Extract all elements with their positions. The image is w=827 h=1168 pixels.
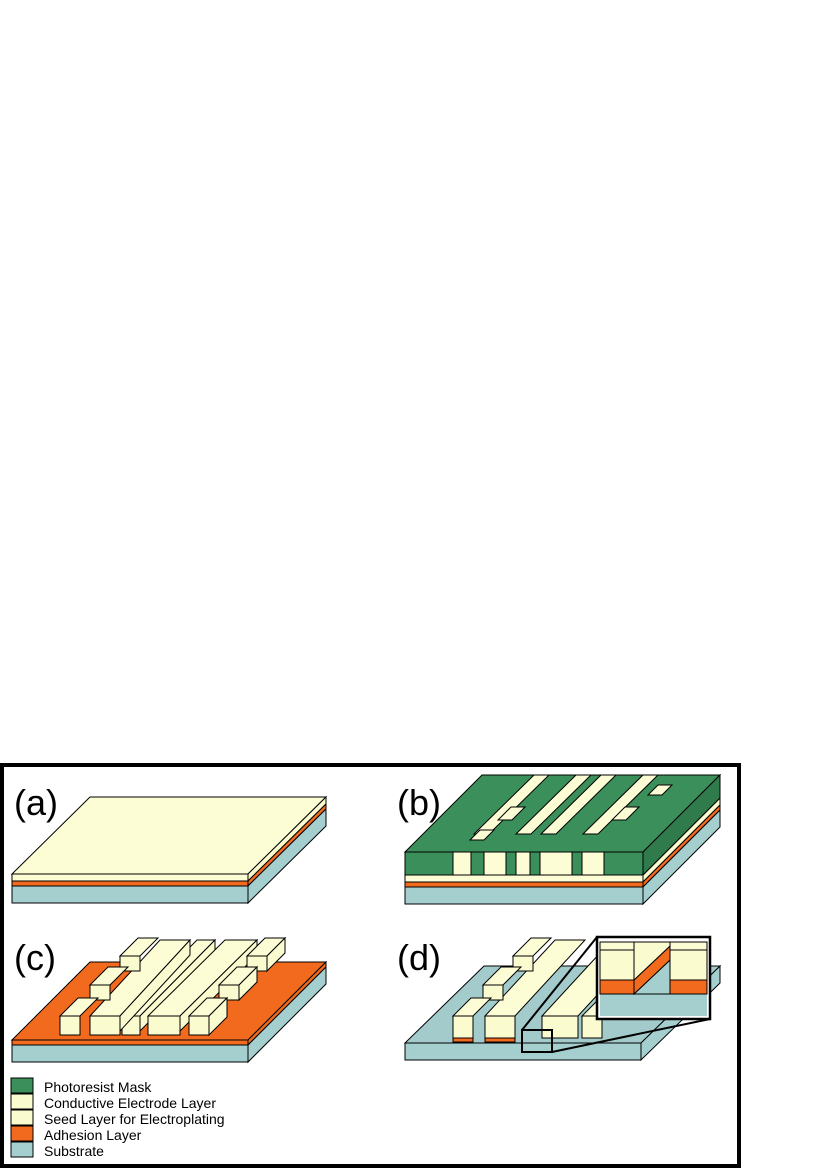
legend-label: Substrate [44,1143,104,1159]
mask-window [610,806,641,821]
legend-item-adhesion-layer: Adhesion Layer [10,1125,142,1143]
mask-window [496,806,527,821]
legend-swatch [10,1077,34,1094]
legend-label: Seed Layer for Electroplating [44,1111,225,1127]
legend: Photoresist Mask Conductive Electrode La… [10,1077,225,1159]
panel-b [403,773,722,906]
legend-label: Conductive Electrode Layer [44,1095,216,1111]
legend-swatch [10,1141,34,1158]
legend-label: Adhesion Layer [44,1127,142,1143]
legend-item-seed-layer: Seed Layer for Electroplating [10,1109,225,1127]
legend-swatch [10,1109,34,1126]
panel-d [403,935,722,1062]
legend-item-photoresist-mask: Photoresist Mask [10,1077,152,1095]
panel-c [10,936,328,1064]
mask-slot [539,774,618,835]
panel-a [10,795,328,905]
legend-label: Photoresist Mask [44,1079,152,1095]
legend-item-substrate: Substrate [10,1141,104,1159]
panel-c-label: (c) [14,937,56,978]
panel-d-label: (d) [397,937,441,978]
zoom-inset [595,935,712,1021]
zoom-source-box [521,1029,553,1053]
mask-slot [581,774,660,835]
legend-item-conductive-electrode-layer: Conductive Electrode Layer [10,1093,216,1111]
legend-swatch [10,1093,34,1110]
panel-a-label: (a) [14,782,58,823]
mask-slot [514,774,593,835]
mask-window [646,784,674,796]
panel-b-label: (b) [397,782,441,823]
legend-swatch [10,1125,34,1142]
mask-window [468,829,496,841]
